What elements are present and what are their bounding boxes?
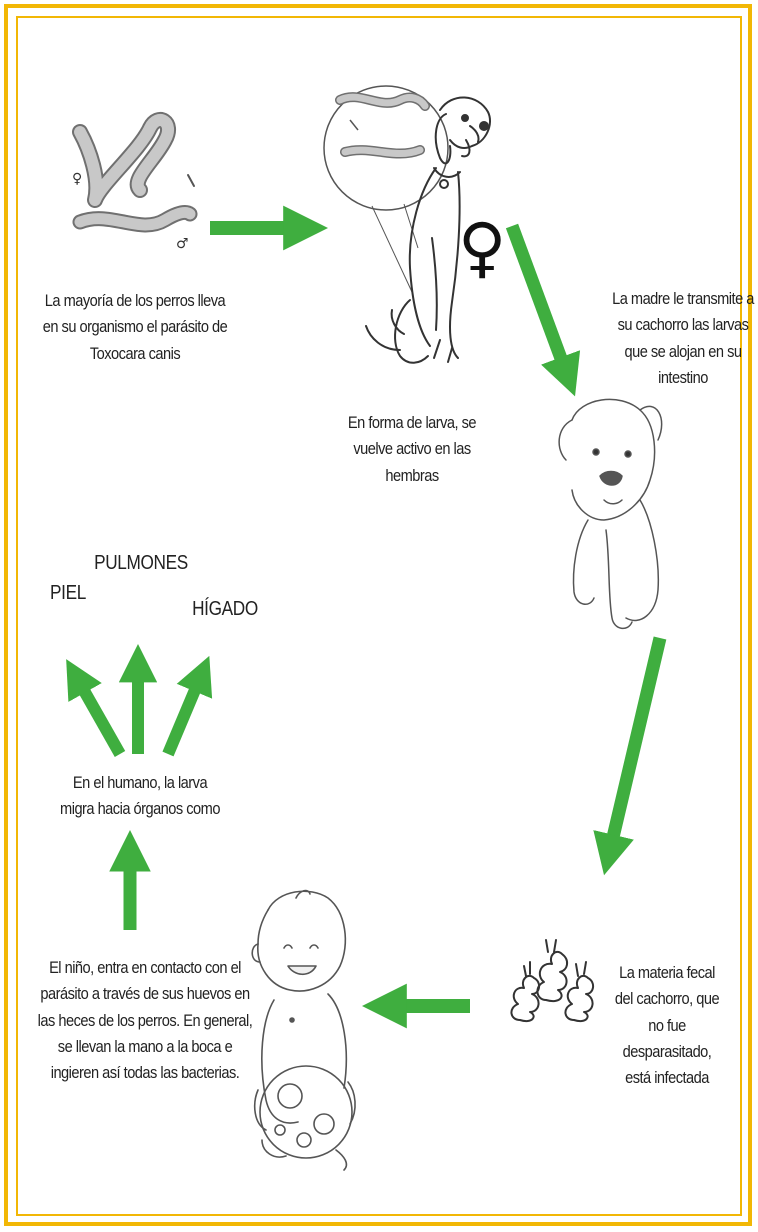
step-human-text: En el humano, la larva migra hacia órgan…	[59, 770, 221, 823]
step-feces-text: La materia fecal del cachorro, que no fu…	[615, 960, 720, 1092]
puppy-icon	[559, 399, 662, 628]
organ-skin: PIEL	[42, 578, 94, 609]
magnifier-circle-icon	[324, 86, 448, 292]
arrow-icon	[512, 226, 566, 372]
feces-icon	[511, 940, 593, 1021]
arrow-icon	[78, 680, 120, 754]
step-child-text: El niño, entra en contacto con el parási…	[36, 955, 254, 1087]
arrow-icon	[168, 678, 200, 754]
organ-liver: HÍGADO	[190, 594, 261, 625]
male-symbol: ♂	[176, 236, 189, 252]
organ-lungs: PULMONES	[94, 548, 189, 579]
female-symbol-small: ♀	[72, 171, 82, 187]
worm-icon	[80, 120, 194, 225]
step-parasite-text: La mayoría de los perros lleva en su org…	[41, 288, 228, 367]
baby-with-ball-icon	[252, 891, 355, 1170]
step-mother-text: La madre le transmite a su cachorro las …	[606, 286, 758, 391]
arrow-icon	[610, 638, 660, 850]
female-symbol: ♀	[458, 209, 506, 286]
step-larva-text: En forma de larva, se vuelve activo en l…	[343, 410, 481, 489]
